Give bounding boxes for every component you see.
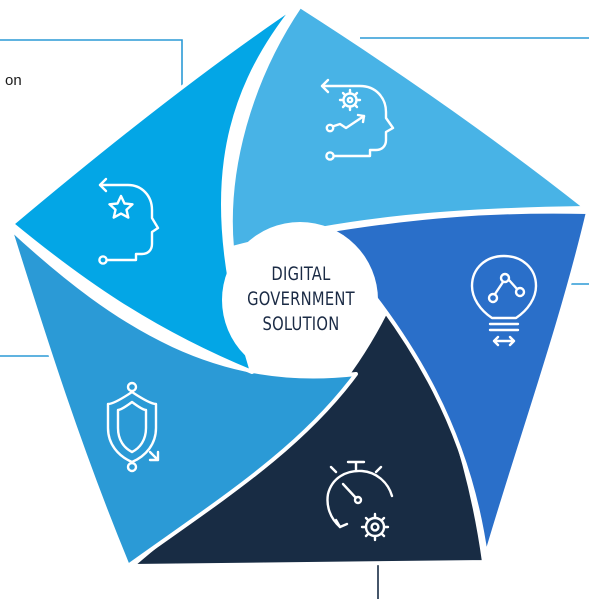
lightbulb-network-icon (470, 254, 538, 347)
center-title: DIGITAL GOVERNMENT SOLUTION (237, 262, 366, 337)
center-circle (222, 222, 378, 378)
connector-top-left (0, 39, 183, 105)
head-star-icon (98, 177, 160, 265)
shield-icon (106, 381, 160, 473)
center-title-line-1: DIGITAL (271, 263, 331, 285)
partial-text-fragment: on (5, 72, 22, 89)
segment-top-left (10, 4, 297, 374)
segment-right (318, 209, 589, 558)
segment-top-right (228, 4, 588, 250)
head-gear-growth-icon (320, 78, 395, 161)
segment-left (8, 226, 358, 568)
center-title-line-2: GOVERNMENT (247, 288, 355, 310)
center-title-line-3: SOLUTION (262, 313, 340, 335)
stopwatch-gear-icon (326, 460, 394, 542)
